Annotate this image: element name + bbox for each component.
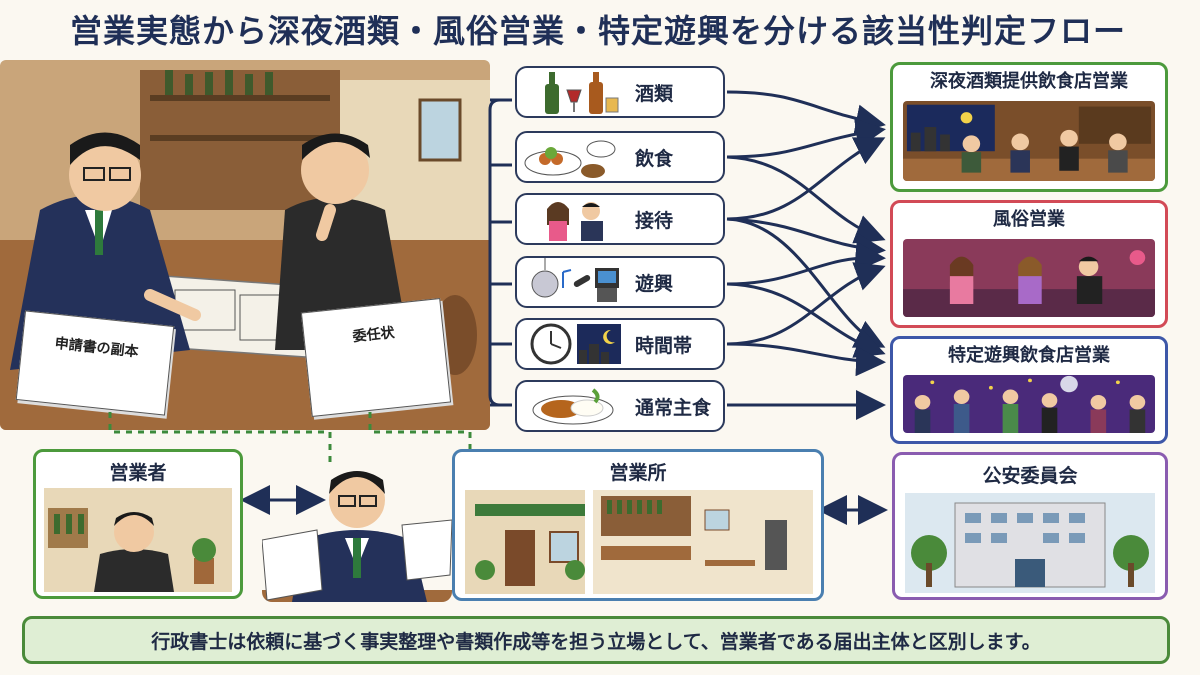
feature-label-amusement: 遊興	[635, 272, 674, 295]
operator-panel: 営業者	[33, 449, 243, 599]
operator-title: 営業者	[109, 462, 167, 484]
feature-label-time: 時間帯	[635, 334, 693, 357]
result-late-night-liquor: 深夜酒類提供飲食店営業	[890, 62, 1168, 192]
result-title-adult-entertainment: 風俗営業	[993, 209, 1065, 230]
commission-panel: 公安委員会	[892, 452, 1168, 600]
liquor-bottles-icon	[545, 72, 619, 114]
clock-night-icon	[530, 323, 621, 365]
result-specified-amusement: 特定遊興飲食店営業	[890, 336, 1168, 444]
disco-karaoke-icon	[531, 258, 619, 302]
result-title-specified-amusement: 特定遊興飲食店営業	[948, 345, 1110, 366]
disco-party-illustration	[903, 375, 1155, 433]
page-title: 営業実態から深夜酒類・風俗営業・特定遊興を分ける該当性判定フロー	[70, 12, 1127, 50]
feature-label-entertaining: 接待	[635, 209, 674, 232]
premises-panel: 営業所	[452, 449, 824, 601]
premises-title: 営業所	[609, 462, 667, 484]
feature-amusement: 遊興	[515, 256, 725, 308]
feature-food: 飲食	[515, 131, 725, 183]
hostess-service-icon	[547, 202, 603, 241]
gyoseishoshi-illustration	[262, 450, 452, 602]
police-building-illustration	[905, 493, 1155, 593]
footer-note: 行政書士は依頼に基づく事実整理や書類作成等を担う立場として、営業者である届出主体…	[22, 616, 1170, 664]
feature-label-food: 飲食	[635, 147, 674, 170]
food-plates-icon	[524, 140, 616, 178]
result-title-late-night-liquor: 深夜酒類提供飲食店営業	[930, 71, 1128, 92]
lounge-illustration	[903, 239, 1155, 317]
premises-illustration	[465, 490, 813, 594]
feature-label-liquor: 酒類	[635, 82, 674, 105]
feature-liquor: 酒類	[515, 66, 725, 118]
operator-chef-illustration	[44, 488, 232, 592]
late-night-bar-illustration	[903, 101, 1155, 181]
feature-entertaining: 接待	[515, 193, 725, 245]
feature-main-meal: 通常主食	[515, 380, 725, 432]
result-adult-entertainment: 風俗営業	[890, 200, 1168, 328]
feature-label-main-meal: 通常主食	[635, 396, 712, 419]
curry-rice-icon	[532, 388, 614, 425]
commission-title: 公安委員会	[982, 465, 1078, 487]
feature-time: 時間帯	[515, 318, 725, 370]
